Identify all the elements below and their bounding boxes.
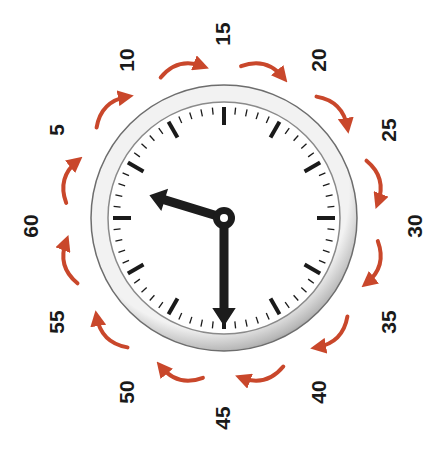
minute-tick bbox=[142, 288, 147, 293]
minute-tick bbox=[134, 279, 140, 283]
minute-tick bbox=[234, 108, 236, 115]
minute-tick bbox=[179, 117, 182, 123]
minute-tick bbox=[150, 136, 155, 141]
step-arrow bbox=[161, 367, 203, 381]
minute-label: 15 bbox=[212, 22, 233, 45]
minute-tick bbox=[327, 228, 334, 230]
clock-hands bbox=[149, 189, 235, 326]
step-arrow bbox=[97, 317, 128, 348]
minute-label: 5 bbox=[45, 124, 66, 136]
minute-tick bbox=[159, 128, 163, 134]
minute-label: 35 bbox=[378, 310, 399, 333]
minute-tick bbox=[114, 228, 121, 230]
minute-tick bbox=[323, 250, 330, 252]
minute-tick bbox=[212, 321, 214, 328]
hour-tick bbox=[169, 299, 178, 315]
arrow-ring bbox=[63, 63, 380, 380]
hour-tick bbox=[317, 216, 335, 220]
step-arrow bbox=[367, 241, 381, 283]
minute-tick bbox=[118, 250, 125, 252]
hour-tick bbox=[305, 163, 321, 172]
minute-tick bbox=[150, 295, 155, 300]
minute-tick bbox=[294, 295, 299, 300]
minute-tick bbox=[319, 173, 325, 176]
minute-label: 55 bbox=[45, 310, 66, 333]
minute-tick bbox=[285, 302, 289, 308]
step-arrow bbox=[161, 63, 203, 77]
minute-tick bbox=[323, 184, 330, 186]
minute-label: 25 bbox=[378, 118, 399, 141]
minute-tick bbox=[115, 195, 122, 196]
minute-tick bbox=[234, 321, 236, 328]
hour-tick bbox=[305, 265, 321, 274]
step-arrow bbox=[317, 97, 348, 128]
step-arrow bbox=[241, 63, 283, 77]
minute-tick bbox=[179, 313, 182, 319]
hour-tick bbox=[128, 265, 144, 274]
minute-label: 20 bbox=[308, 48, 329, 71]
clock-ticks bbox=[113, 107, 335, 329]
hour-tick bbox=[222, 107, 226, 125]
minute-tick bbox=[201, 320, 202, 327]
minute-tick bbox=[301, 288, 306, 293]
minute-tick bbox=[256, 112, 258, 119]
minute-tick bbox=[301, 144, 306, 149]
hour-tick bbox=[271, 299, 280, 315]
minute-tick bbox=[190, 317, 192, 324]
minute-label: 45 bbox=[212, 406, 233, 429]
step-arrow bbox=[367, 161, 381, 203]
minute-tick bbox=[118, 184, 125, 186]
minute-tick bbox=[114, 206, 121, 208]
minute-tick bbox=[201, 109, 202, 116]
minute-tick bbox=[308, 279, 314, 283]
minute-tick bbox=[142, 144, 147, 149]
minute-label: 40 bbox=[308, 381, 329, 404]
clock-face bbox=[108, 102, 340, 334]
minute-label: 60 bbox=[20, 214, 41, 237]
minute-tick bbox=[308, 153, 314, 157]
minute-tick bbox=[327, 206, 334, 208]
minute-tick bbox=[326, 195, 333, 196]
hour-tick bbox=[113, 216, 131, 220]
hour-tick bbox=[271, 122, 280, 138]
step-arrow bbox=[97, 97, 128, 128]
pivot-center bbox=[220, 214, 228, 222]
minute-label: 50 bbox=[116, 381, 137, 404]
minute-tick bbox=[134, 153, 140, 157]
minute-tick bbox=[266, 117, 269, 123]
minute-label: 10 bbox=[116, 48, 137, 71]
minute-tick bbox=[123, 173, 129, 176]
minute-tick bbox=[190, 112, 192, 119]
step-arrow bbox=[63, 241, 77, 283]
minute-tick bbox=[115, 240, 122, 241]
minute-tick bbox=[294, 136, 299, 141]
minute-tick bbox=[159, 302, 163, 308]
clock-rim bbox=[91, 85, 357, 351]
hour-tick bbox=[128, 163, 144, 172]
minute-tick bbox=[123, 260, 129, 263]
minute-hand bbox=[212, 212, 235, 326]
step-arrow bbox=[241, 367, 283, 381]
minute-tick bbox=[246, 109, 247, 116]
step-arrow bbox=[317, 317, 348, 348]
hour-tick bbox=[169, 122, 178, 138]
minute-tick bbox=[212, 108, 214, 115]
minute-tick bbox=[326, 240, 333, 241]
minute-tick bbox=[246, 320, 247, 327]
minute-label: 30 bbox=[404, 214, 425, 237]
minute-tick bbox=[319, 260, 325, 263]
hand-pivot bbox=[213, 207, 235, 229]
minute-tick bbox=[285, 128, 289, 134]
minute-tick bbox=[266, 313, 269, 319]
step-arrow bbox=[63, 161, 77, 203]
minute-tick bbox=[256, 317, 258, 324]
